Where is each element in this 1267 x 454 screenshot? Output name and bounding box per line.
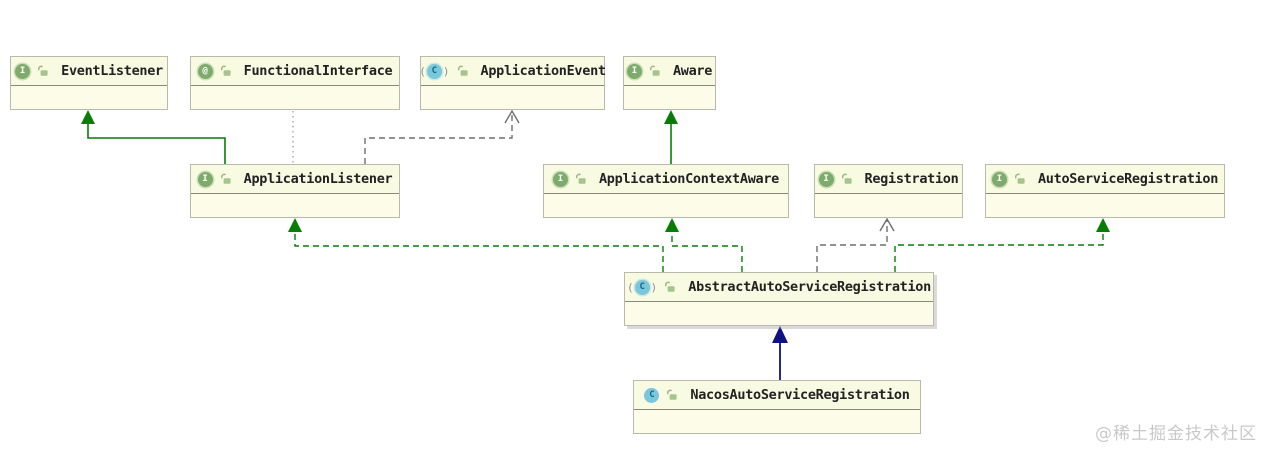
edge-nacosautoserviceregistration-extends-abstractautoserviceregistration [772,326,788,380]
node-body [544,194,788,217]
node-header: C NacosAutoServiceRegistration [634,381,920,410]
node-label: AutoServiceRegistration [1037,171,1219,187]
edge-abstractautoserviceregistration-dependency-registration [816,217,895,272]
class-node-applicationlistener[interactable]: I ApplicationListener [190,164,400,218]
abstract-class-icon: ( C ) [419,63,450,79]
unlocked-padlock-icon [1014,173,1026,185]
node-header: ( C ) ApplicationEvent [419,57,607,86]
node-body [11,86,167,109]
node-body [986,194,1224,217]
node-body [634,410,920,433]
node-header: I AutoServiceRegistration [986,165,1224,194]
edge-abstractautoserviceregistration-implements-applicationcontextaware [665,218,743,272]
node-header: I Registration [815,165,962,194]
node-label: EventListener [61,63,163,79]
node-label: ApplicationListener [243,171,393,187]
node-label: Aware [672,63,713,79]
class-node-autoserviceregistration[interactable]: I AutoServiceRegistration [985,164,1225,218]
class-node-applicationcontextaware[interactable]: I ApplicationContextAware [543,164,789,218]
node-header: I ApplicationContextAware [544,165,788,194]
interface-icon: I [991,171,1007,187]
edge-abstractautoserviceregistration-implements-applicationlistener [288,218,664,272]
node-label: FunctionalInterface [243,63,393,79]
class-node-registration[interactable]: I Registration [814,164,963,218]
node-header: I Aware [624,57,715,86]
node-label: NacosAutoServiceRegistration [690,387,910,403]
abstract-class-icon: ( C ) [627,279,658,295]
unlocked-padlock-icon [457,65,469,77]
interface-icon: I [197,171,213,187]
unlocked-padlock-icon [220,65,232,77]
interface-icon: I [626,63,642,79]
annotation-icon: @ [197,63,213,79]
class-icon: C [644,387,660,403]
node-label: AbstractAutoServiceRegistration [688,279,931,295]
class-node-eventlistener[interactable]: I EventListener [10,56,168,110]
node-header: ( C ) AbstractAutoServiceRegistration [625,273,933,302]
node-body [191,86,399,109]
node-label: Registration [864,171,959,187]
juejin-watermark: @稀土掘金技术社区 [1095,424,1257,444]
class-node-functionalinterface[interactable]: @ FunctionalInterface [190,56,400,110]
unlocked-padlock-icon [649,65,661,77]
class-node-applicationevent[interactable]: ( C ) ApplicationEvent [419,56,607,110]
interface-icon: I [552,171,568,187]
class-node-abstractautoserviceregistration[interactable]: ( C ) AbstractAutoServiceRegistration [624,272,934,326]
edge-applicationlistener-dependency-applicationevent [364,109,520,164]
interface-icon: I [15,63,31,79]
unlocked-padlock-icon [666,389,678,401]
interface-icon: I [818,171,834,187]
class-node-aware[interactable]: I Aware [623,56,716,110]
node-body [191,194,399,217]
node-header: @ FunctionalInterface [191,57,399,86]
node-header: I EventListener [11,57,167,86]
unlocked-padlock-icon [575,173,587,185]
node-header: I ApplicationListener [191,165,399,194]
unlocked-padlock-icon [664,281,676,293]
node-body [815,194,962,217]
node-body [624,86,715,109]
class-node-nacosautoserviceregistration[interactable]: C NacosAutoServiceRegistration [633,380,921,434]
edge-applicationlistener-extends-eventlistener [81,110,226,164]
node-body [421,86,604,109]
node-label: ApplicationContextAware [598,171,780,187]
node-body [625,302,933,325]
unlocked-padlock-icon [37,65,49,77]
unlocked-padlock-icon [220,173,232,185]
node-label: ApplicationEvent [480,63,607,79]
unlocked-padlock-icon [841,173,853,185]
edge-abstractautoserviceregistration-implements-autoserviceregistration [894,218,1110,272]
edge-applicationcontextaware-extends-aware [664,110,678,164]
